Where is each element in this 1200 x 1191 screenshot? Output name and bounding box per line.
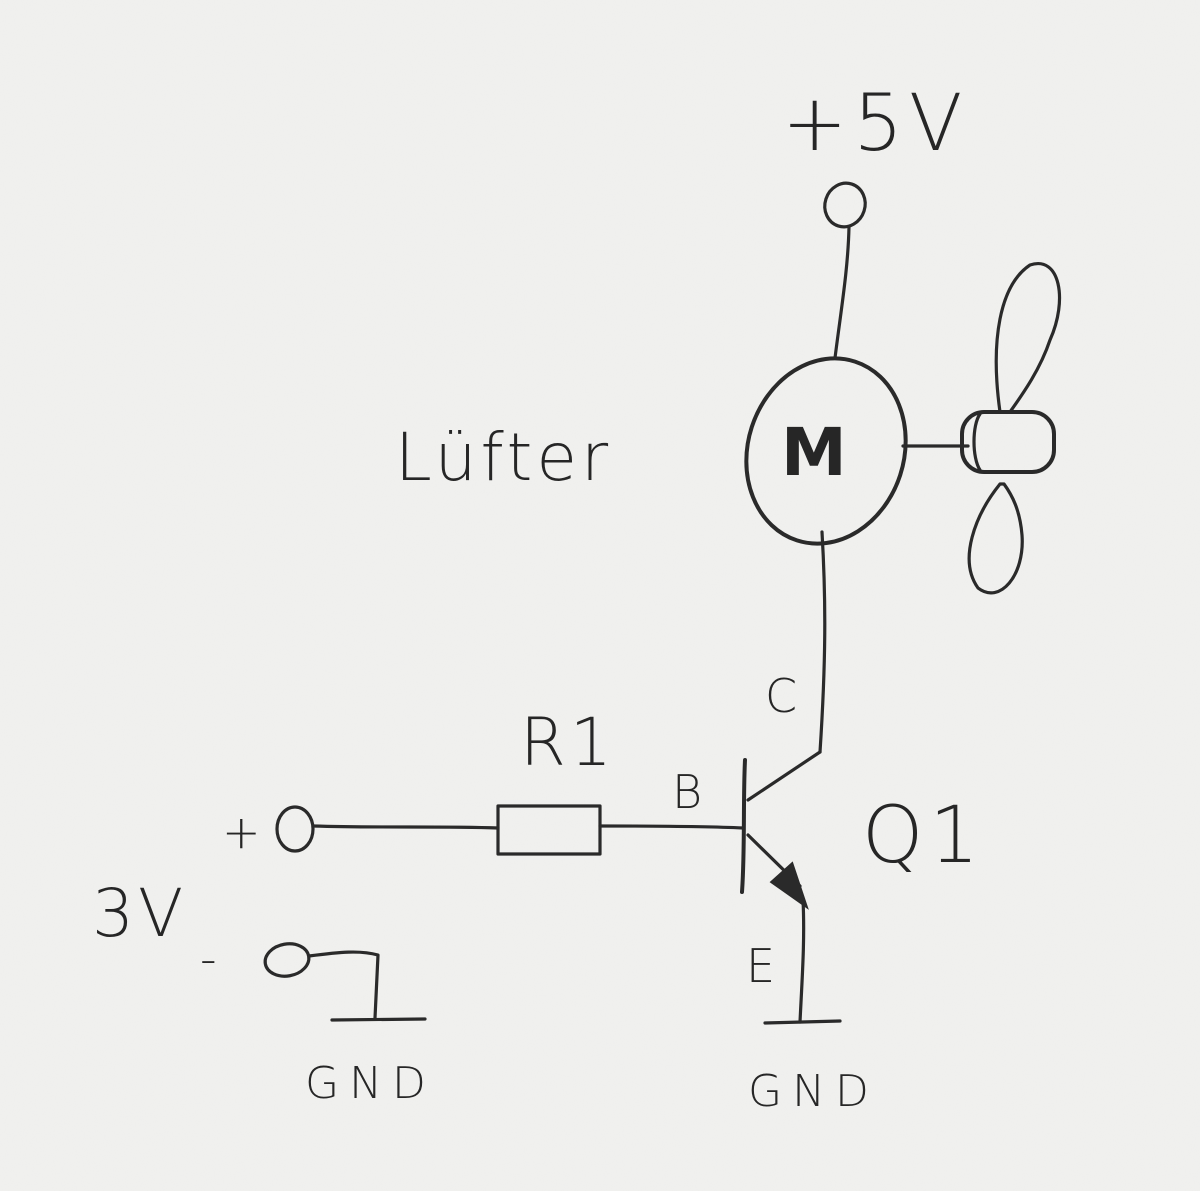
fan-icon [960,262,1062,595]
minus-wire [307,950,380,1020]
input-plus-terminal [275,805,315,853]
base-label: B [672,765,704,819]
fan-label: Lüfter [395,419,612,496]
input-voltage-label: 3V [92,875,187,952]
ground-left-label: GND [305,1058,436,1109]
collector-wire [818,530,827,754]
motor-label: M [781,414,851,491]
base-wire [598,824,745,830]
resistor-symbol [496,804,602,856]
ground-right-label: GND [748,1066,879,1117]
supply-wire [833,225,851,360]
transistor-symbol [740,750,842,1025]
supply-label: +5V [782,79,968,169]
collector-label: C [765,669,799,723]
emitter-wire [798,898,806,1024]
emitter-label: E [746,939,777,993]
transistor-label: Q1 [862,791,985,881]
ground-symbol-right [763,1019,842,1025]
motor-symbol [744,356,908,546]
input-wire [311,824,500,830]
emitter-arrow [769,861,809,910]
input-minus-label: - [200,932,219,986]
resistor-label: R1 [520,704,616,781]
ground-symbol-left [330,1017,427,1022]
supply-terminal [823,181,867,229]
input-plus-label: + [222,805,263,859]
